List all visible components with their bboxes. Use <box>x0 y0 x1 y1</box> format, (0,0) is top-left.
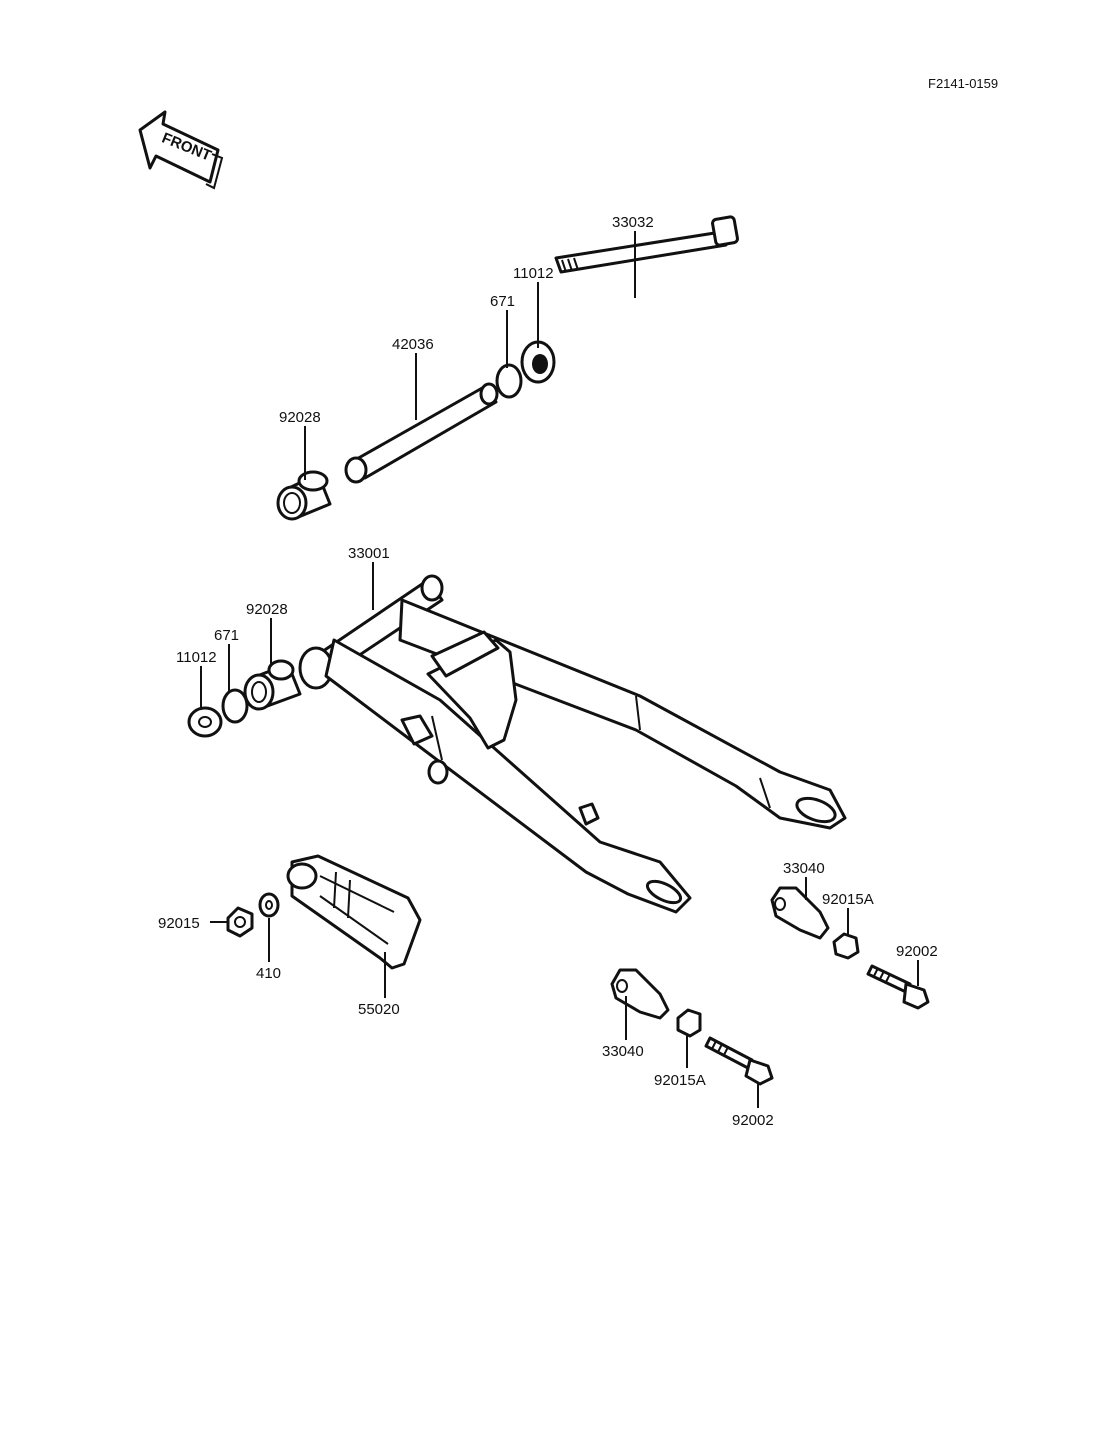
callout-labels: 33032 11012 671 42036 92028 33001 92028 … <box>158 214 938 1129</box>
callout-92028-left: 92028 <box>246 601 288 618</box>
swingarm-part <box>298 574 847 914</box>
adjuster-bolt-right-part <box>866 964 930 1010</box>
sleeve-part <box>344 382 499 484</box>
adjuster-nut-bottom-part <box>676 1008 702 1038</box>
circlip-left-part <box>221 688 249 724</box>
callout-55020: 55020 <box>358 1001 400 1018</box>
bushing-top-part <box>276 470 332 521</box>
callout-33040-right: 33040 <box>783 860 825 877</box>
callout-92002-bottom: 92002 <box>732 1112 774 1129</box>
callout-671-left: 671 <box>214 627 239 644</box>
adjuster-bolt-bottom-part <box>704 1036 774 1086</box>
callout-92015A-bottom: 92015A <box>654 1072 706 1089</box>
callout-33001: 33001 <box>348 545 390 562</box>
adjuster-nut-right-part <box>832 932 860 960</box>
callout-33040-bottom: 33040 <box>602 1043 644 1060</box>
bushing-left-part <box>243 659 302 711</box>
circlip-top-part <box>495 363 523 399</box>
callout-11012-left: 11012 <box>176 649 217 666</box>
callout-11012-top: 11012 <box>513 265 554 282</box>
callout-410: 410 <box>256 965 281 982</box>
pivot-shaft-part <box>554 215 739 274</box>
callout-671-top: 671 <box>490 293 515 310</box>
callout-92002-right: 92002 <box>896 943 938 960</box>
callout-33032: 33032 <box>612 214 654 231</box>
callout-92015: 92015 <box>158 915 200 932</box>
front-arrow-icon: FRONT <box>138 110 224 190</box>
callout-92028-top: 92028 <box>279 409 321 426</box>
diagram-code: F2141-0159 <box>928 76 998 91</box>
washer-part <box>258 892 280 918</box>
callout-42036: 42036 <box>392 336 434 353</box>
nut-left-part <box>226 906 254 938</box>
callout-92015A-right: 92015A <box>822 891 874 908</box>
leader-lines <box>200 231 919 1108</box>
chain-adjuster-bottom-part <box>610 968 670 1020</box>
seal-left-part <box>187 706 223 738</box>
chain-adjuster-right-part <box>770 886 830 940</box>
chain-guide-part <box>286 854 422 970</box>
